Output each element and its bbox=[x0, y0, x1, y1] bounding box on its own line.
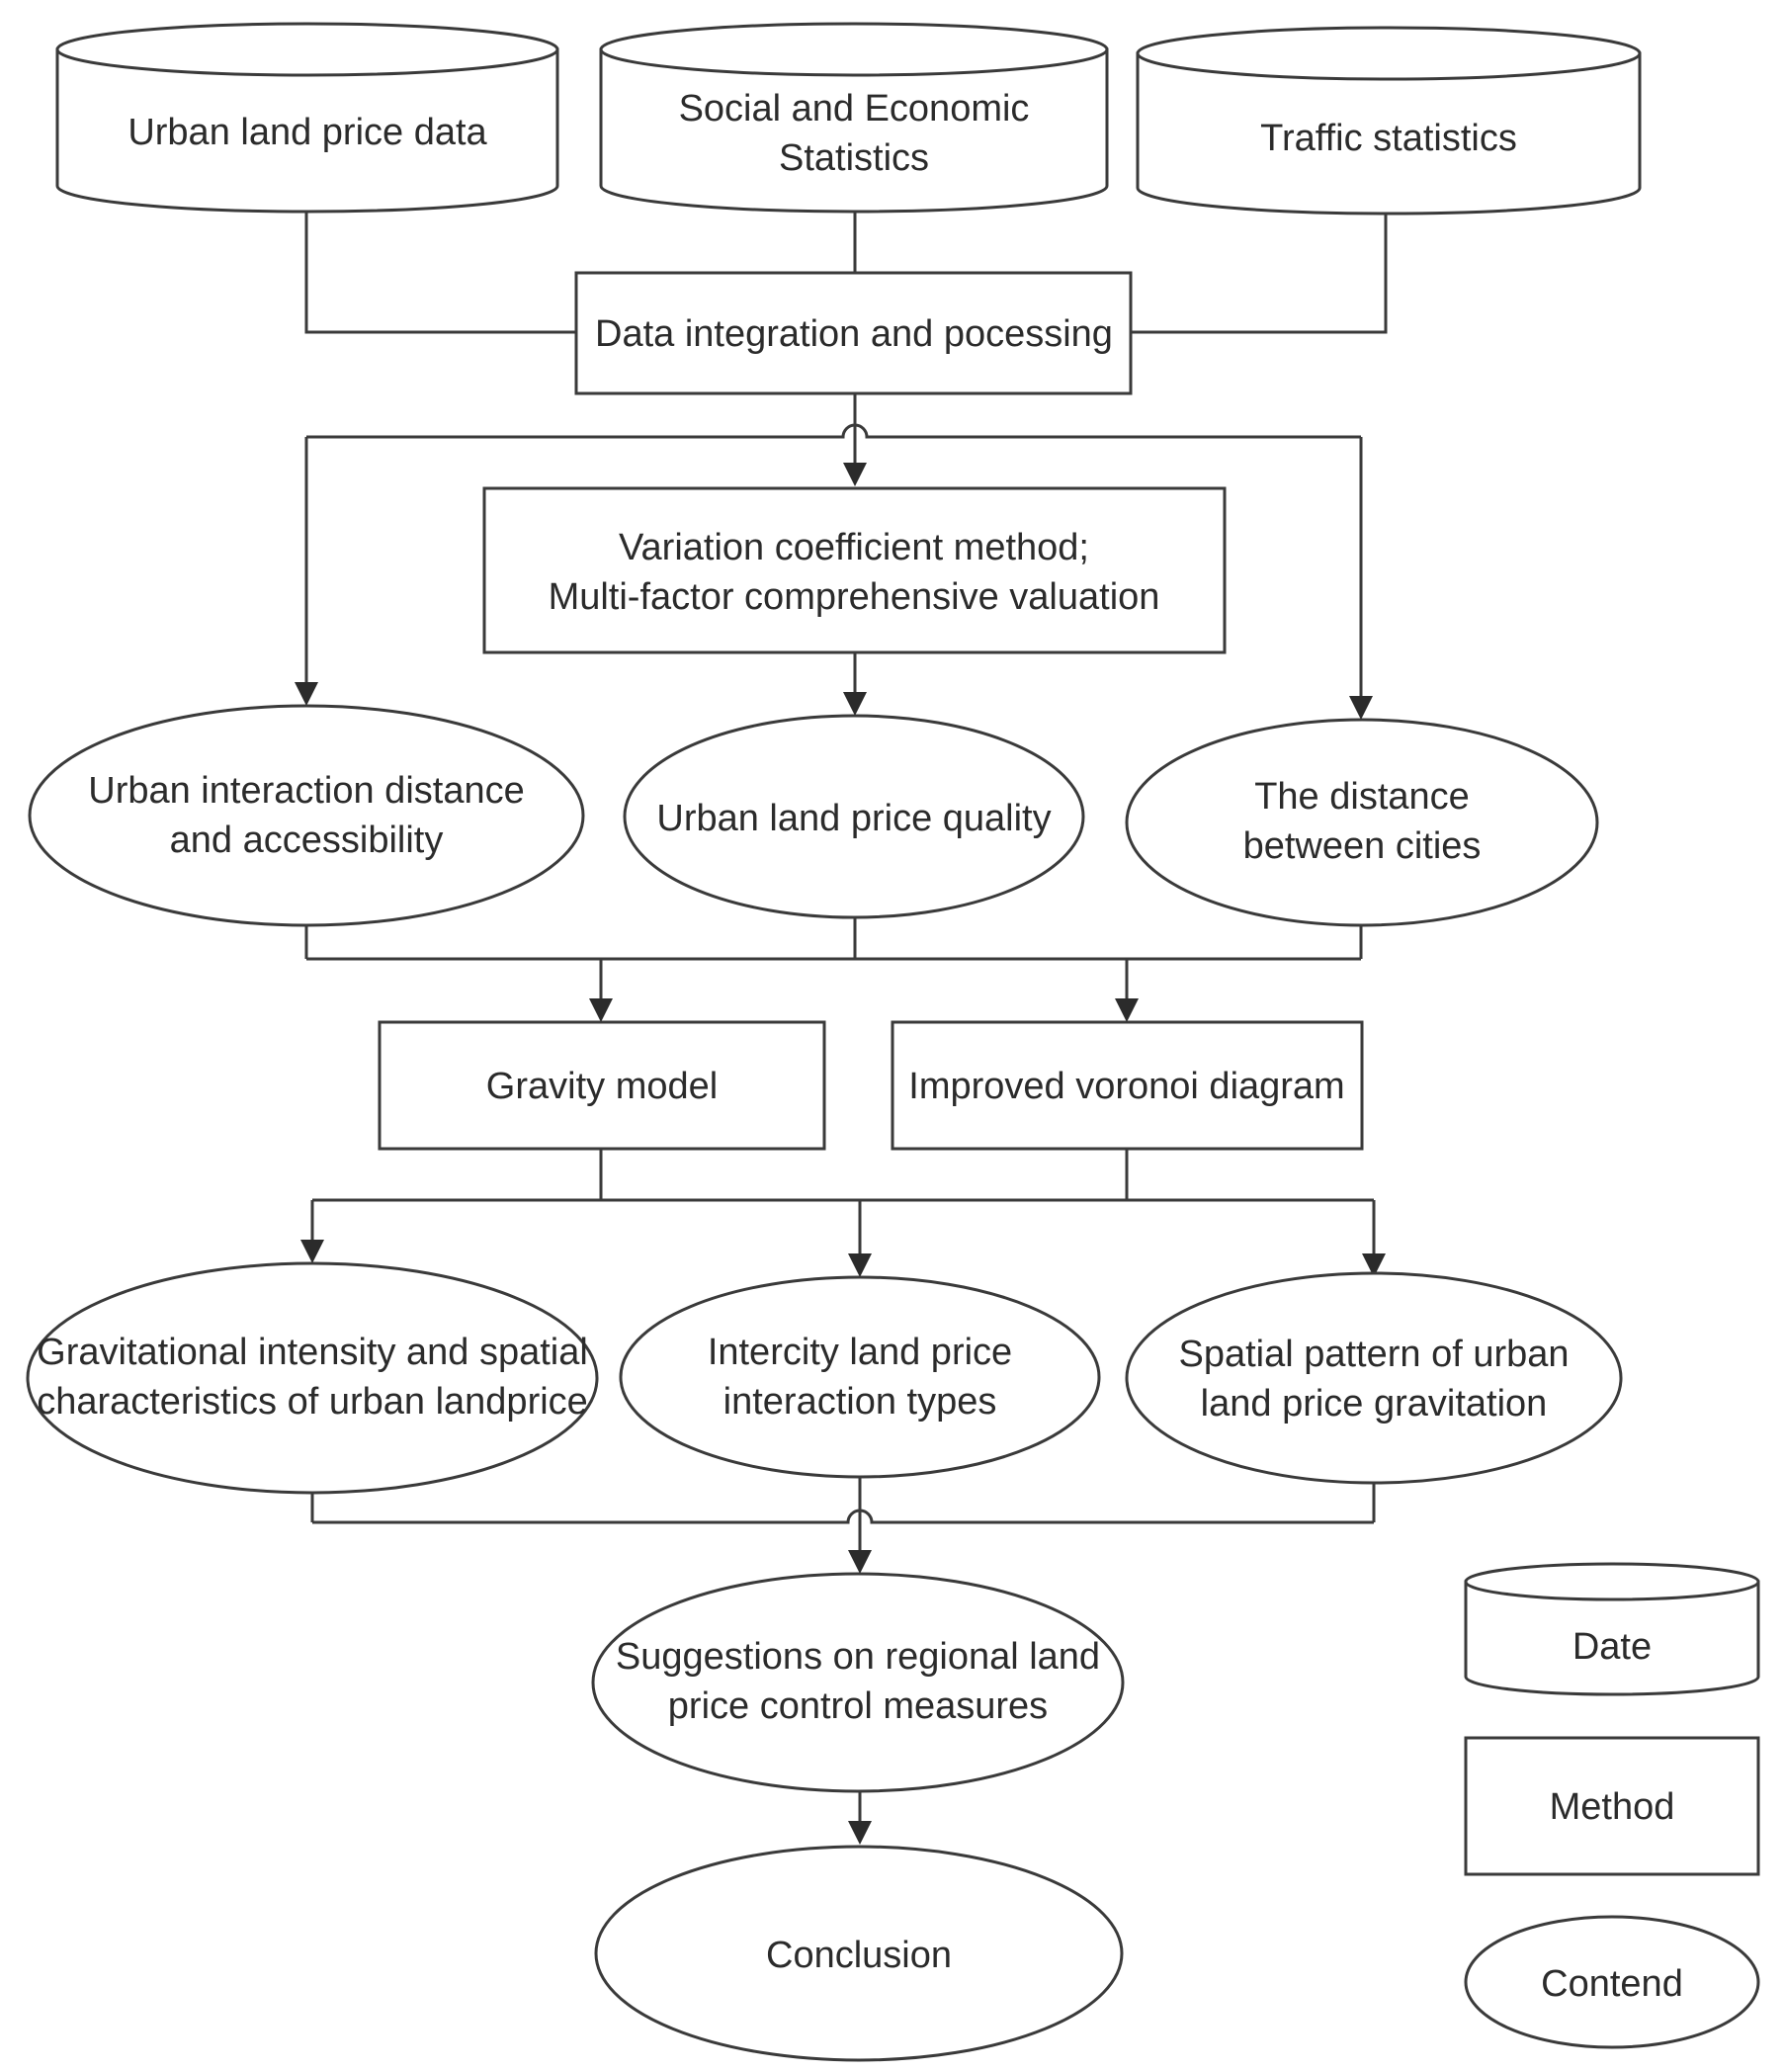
content-node-suggestions-label-line1: Suggestions on regional land bbox=[616, 1636, 1100, 1678]
content-node-quality-label: Urban land price quality bbox=[656, 798, 1051, 839]
arrowhead-conclusion bbox=[848, 1821, 872, 1845]
arrowhead-quality bbox=[843, 692, 867, 716]
content-node-interaction-label-line1: Urban interaction distance bbox=[88, 770, 524, 812]
content-node-distance-label-line1: The distance bbox=[1254, 776, 1470, 818]
method-node-integration-label: Data integration and pocessing bbox=[595, 313, 1113, 355]
content-node-pattern: Spatial pattern of urban land price grav… bbox=[1125, 1271, 1623, 1485]
method-node-voronoi-label: Improved voronoi diagram bbox=[908, 1066, 1344, 1107]
content-node-pattern-label-line1: Spatial pattern of urban bbox=[1178, 1334, 1569, 1375]
legend-content-label: Contend bbox=[1541, 1963, 1683, 2005]
data-node-social-economic-label-line2: Statistics bbox=[779, 137, 929, 179]
legend-content-symbol: Contend bbox=[1464, 1915, 1760, 2049]
connector-traffic-to-integration bbox=[1131, 212, 1388, 334]
arrowhead-distance bbox=[1349, 696, 1373, 720]
legend-data-label: Date bbox=[1572, 1626, 1652, 1668]
arrowhead-intensity bbox=[300, 1240, 324, 1263]
data-node-urban-land-price: Urban land price data bbox=[55, 22, 559, 214]
legend-method-symbol: Method bbox=[1464, 1736, 1760, 1876]
data-node-urban-land-price-label: Urban land price data bbox=[127, 112, 487, 153]
method-node-gravity-label: Gravity model bbox=[486, 1066, 718, 1107]
arrowhead-types bbox=[848, 1253, 872, 1277]
arrowhead-interaction bbox=[295, 682, 318, 706]
content-node-suggestions-label-line2: price control measures bbox=[668, 1685, 1048, 1727]
data-node-traffic-label: Traffic statistics bbox=[1260, 118, 1517, 159]
content-node-intensity-label-line2: characteristics of urban landprice bbox=[37, 1381, 588, 1423]
legend: Date Method Contend bbox=[1464, 1562, 1760, 2049]
arrowhead-voronoi bbox=[1115, 998, 1139, 1022]
connector-distribution-bus bbox=[306, 423, 1361, 439]
connectors bbox=[304, 210, 1388, 1825]
arrowheads bbox=[295, 463, 1386, 1845]
connector-land-data-to-integration bbox=[304, 210, 576, 334]
arrowhead-pattern bbox=[1362, 1253, 1386, 1277]
content-node-types: Intercity land price interaction types bbox=[619, 1275, 1101, 1479]
content-node-conclusion: Conclusion bbox=[594, 1845, 1124, 2062]
content-node-quality: Urban land price quality bbox=[623, 714, 1085, 919]
method-node-valuation-label-line1: Variation coefficient method; bbox=[619, 527, 1089, 568]
content-node-distance: The distance between cities bbox=[1125, 718, 1599, 927]
method-node-valuation-label-line2: Multi-factor comprehensive valuation bbox=[549, 576, 1160, 618]
data-node-social-economic: Social and Economic Statistics bbox=[599, 22, 1109, 214]
data-node-traffic: Traffic statistics bbox=[1136, 26, 1642, 216]
method-node-voronoi: Improved voronoi diagram bbox=[891, 1020, 1364, 1151]
content-node-intensity: Gravitational intensity and spatial char… bbox=[26, 1261, 599, 1495]
content-node-conclusion-label: Conclusion bbox=[766, 1935, 952, 1976]
content-node-interaction: Urban interaction distance and accessibi… bbox=[28, 704, 585, 927]
content-node-types-label-line2: interaction types bbox=[723, 1381, 997, 1423]
legend-method-label: Method bbox=[1550, 1786, 1675, 1828]
method-node-gravity: Gravity model bbox=[378, 1020, 826, 1151]
content-node-pattern-label-line2: land price gravitation bbox=[1201, 1383, 1548, 1424]
connector-suggestion-bus bbox=[312, 1509, 1374, 1524]
content-node-distance-label-line2: between cities bbox=[1243, 825, 1482, 867]
content-node-intensity-label-line1: Gravitational intensity and spatial bbox=[37, 1332, 588, 1373]
content-node-interaction-label-line2: and accessibility bbox=[170, 820, 444, 861]
method-node-integration: Data integration and pocessing bbox=[574, 271, 1133, 395]
method-node-valuation: Variation coefficient method; Multi-fact… bbox=[482, 486, 1227, 654]
data-node-social-economic-label-line1: Social and Economic bbox=[679, 88, 1030, 130]
content-node-types-label-line1: Intercity land price bbox=[708, 1332, 1012, 1373]
legend-data-symbol: Date bbox=[1464, 1562, 1760, 1696]
arrowhead-suggestions bbox=[848, 1550, 872, 1574]
arrowhead-valuation bbox=[843, 463, 867, 486]
content-node-suggestions: Suggestions on regional land price contr… bbox=[591, 1572, 1125, 1793]
arrowhead-gravity bbox=[589, 998, 613, 1022]
